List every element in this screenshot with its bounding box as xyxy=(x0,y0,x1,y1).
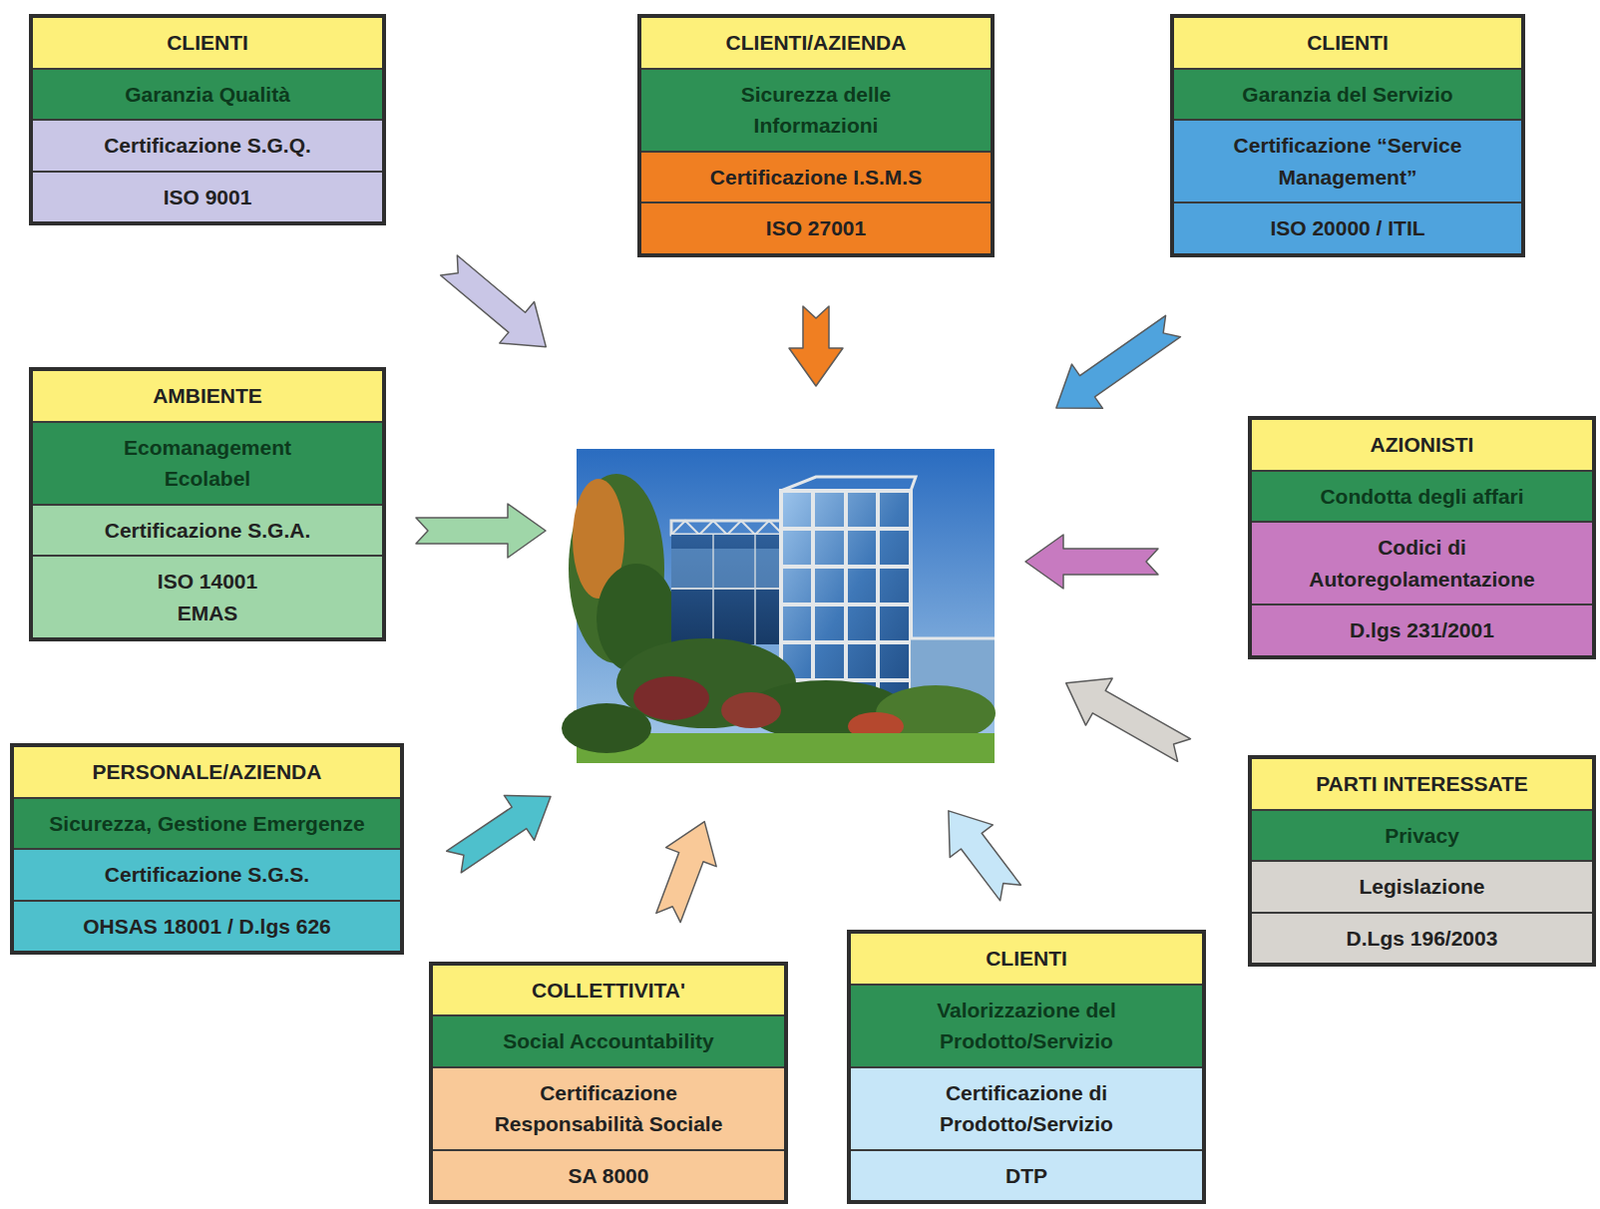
band-text: ISO 27001 xyxy=(766,212,866,245)
header-band: AZIONISTI xyxy=(1251,419,1593,470)
stakeholder-box: CLIENTI Garanzia del ServizioCertificazio… xyxy=(1170,13,1526,258)
band-text: PERSONALE/AZIENDA xyxy=(92,756,323,789)
topic-band: Sicurezza, Gestione Emergenze xyxy=(13,797,400,849)
block-arrow xyxy=(438,774,566,884)
header-band: PARTI INTERESSATE xyxy=(1251,759,1593,809)
band-text: Certificazione S.G.Q. xyxy=(103,129,312,162)
certification-band: Certificazione di Prodotto/Servizio xyxy=(850,1066,1202,1150)
band-text: DTP xyxy=(1005,1160,1048,1193)
stakeholder-box: CLIENTI Garanzia QualitàCertificazione S.… xyxy=(28,13,387,226)
band-text: Garanzia del Servizio xyxy=(1241,78,1453,111)
standard-band: ISO 20000 / ITIL xyxy=(1174,201,1522,254)
block-arrow xyxy=(643,811,731,927)
topic-band: Garanzia del Servizio xyxy=(1174,67,1522,120)
header-band: COLLETTIVITA' xyxy=(432,965,785,1016)
topic-band: Valorizzazione del Prodotto/Servizio xyxy=(850,983,1202,1067)
band-text: Sicurezza, Gestione Emergenze xyxy=(48,807,365,840)
stakeholder-box: AMBIENTE Ecomanagement EcolabelCertificaz… xyxy=(28,367,387,642)
band-text: AMBIENTE xyxy=(152,380,263,412)
topic-band: Privacy xyxy=(1251,808,1593,861)
band-text: D.lgs 231/2001 xyxy=(1349,614,1495,647)
certification-band: Legislazione xyxy=(1251,859,1593,912)
band-text: Valorizzazione del Prodotto/Servizio xyxy=(866,994,1187,1058)
band-text: Codici di Autoregolamentazione xyxy=(1267,531,1577,595)
band-text: ISO 20000 / ITIL xyxy=(1269,212,1425,245)
header-band: CLIENTI/AZIENDA xyxy=(641,17,991,68)
standard-band: DTP xyxy=(850,1149,1202,1201)
stakeholder-box: PERSONALE/AZIENDA Sicurezza, Gestione Eme… xyxy=(9,743,404,955)
header-band: CLIENTI xyxy=(32,17,383,68)
band-text: Certificazione “Service Management” xyxy=(1190,129,1506,193)
band-text: CLIENTI xyxy=(1306,26,1389,59)
header-band: AMBIENTE xyxy=(32,371,383,421)
block-arrow xyxy=(1025,534,1159,589)
standard-band: ISO 27001 xyxy=(641,201,991,254)
band-text: D.Lgs 196/2003 xyxy=(1346,922,1499,955)
standard-band: D.lgs 231/2001 xyxy=(1251,603,1593,656)
stakeholder-box: COLLETTIVITA' Social AccountabilityCertif… xyxy=(428,961,789,1205)
band-text: CLIENTI/AZIENDA xyxy=(726,26,907,59)
band-text: Certificazione S.G.A. xyxy=(104,514,312,547)
header-band: CLIENTI xyxy=(850,933,1202,984)
band-text: Certificazione I.S.M.S xyxy=(710,161,922,194)
header-band: PERSONALE/AZIENDA xyxy=(13,747,400,798)
block-arrow xyxy=(926,795,1032,910)
certification-band: Certificazione “Service Management” xyxy=(1174,118,1522,202)
block-arrow xyxy=(415,503,546,558)
topic-band: Condotta degli affari xyxy=(1251,469,1593,522)
topic-band: Garanzia Qualità xyxy=(32,67,383,120)
band-text: ISO 14001 EMAS xyxy=(132,565,283,629)
band-text: PARTI INTERESSATE xyxy=(1315,768,1529,800)
band-text: AZIONISTI xyxy=(1370,428,1475,461)
certification-band: Certificazione S.G.A. xyxy=(32,503,383,556)
header-band: CLIENTI xyxy=(1174,17,1522,68)
topic-band: Ecomanagement Ecolabel xyxy=(32,420,383,504)
band-text: Certificazione di Prodotto/Servizio xyxy=(866,1077,1187,1141)
band-text: OHSAS 18001 / D.lgs 626 xyxy=(82,910,332,943)
stakeholder-box: CLIENTI Valorizzazione del Prodotto/Servi… xyxy=(846,929,1206,1204)
stakeholder-box: CLIENTI/AZIENDA Sicurezza delle Informazi… xyxy=(637,13,995,258)
band-text: CLIENTI xyxy=(166,26,249,59)
band-text: Certificazione S.G.S. xyxy=(104,858,310,891)
band-text: Garanzia Qualità xyxy=(124,78,291,111)
band-text: Privacy xyxy=(1384,819,1460,852)
band-text: COLLETTIVITA' xyxy=(531,974,686,1007)
band-text: Social Accountability xyxy=(502,1025,715,1058)
standard-band: SA 8000 xyxy=(432,1149,785,1201)
band-text: Condotta degli affari xyxy=(1319,480,1524,513)
standard-band: ISO 14001 EMAS xyxy=(32,554,383,638)
band-text: ISO 9001 xyxy=(163,181,253,214)
standard-band: D.Lgs 196/2003 xyxy=(1251,911,1593,964)
band-text: Sicurezza delle Informazioni xyxy=(691,78,941,142)
block-arrow xyxy=(431,244,564,368)
band-text: CLIENTI xyxy=(985,942,1068,975)
stakeholder-box: AZIONISTI Condotta degli affariCodici di … xyxy=(1247,415,1597,660)
certification-band: Certificazione I.S.M.S xyxy=(641,150,991,203)
block-arrow xyxy=(1040,304,1189,430)
stakeholder-box: PARTI INTERESSATE PrivacyLegislazioneD.Lg… xyxy=(1247,755,1597,967)
band-text: Ecomanagement Ecolabel xyxy=(105,431,311,495)
certification-band: Certificazione Responsabilità Sociale xyxy=(432,1066,785,1150)
block-arrow xyxy=(1052,659,1198,774)
band-text: Legislazione xyxy=(1358,870,1485,903)
building-photo xyxy=(561,448,996,764)
certification-band: Certificazione S.G.S. xyxy=(13,847,400,900)
topic-band: Social Accountability xyxy=(432,1014,785,1067)
certification-band: Codici di Autoregolamentazione xyxy=(1251,520,1593,604)
band-text: SA 8000 xyxy=(568,1160,650,1193)
certification-band: Certificazione S.G.Q. xyxy=(32,118,383,171)
topic-band: Sicurezza delle Informazioni xyxy=(641,67,991,151)
band-text: Certificazione Responsabilità Sociale xyxy=(463,1077,754,1141)
standard-band: ISO 9001 xyxy=(32,170,383,223)
block-arrow xyxy=(789,306,843,387)
standard-band: OHSAS 18001 / D.lgs 626 xyxy=(13,899,400,952)
